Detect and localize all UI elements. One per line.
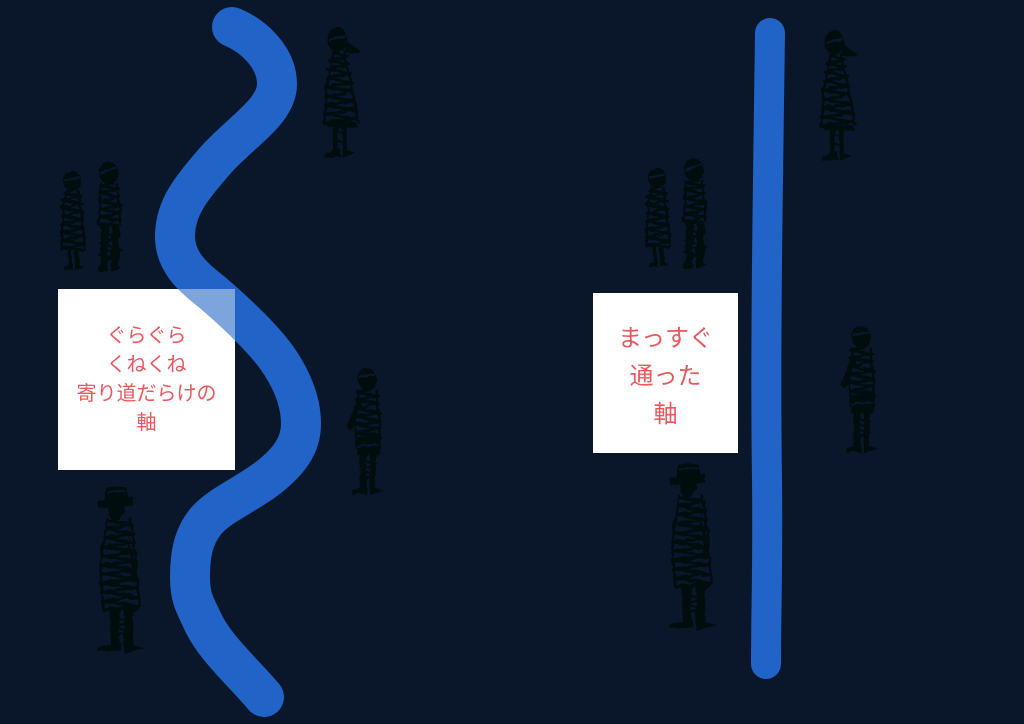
figure-man-left <box>94 484 146 654</box>
figure-woman-right <box>818 27 860 162</box>
caption-box-left <box>58 289 235 470</box>
figure-woman-left <box>321 24 363 159</box>
figure-pair-left <box>58 159 123 272</box>
figure-man-right <box>666 461 718 631</box>
straight-axis-line <box>751 18 785 679</box>
caption-box-right <box>593 293 738 453</box>
straight-axis-caption: まっすぐ 通った 軸 <box>617 324 714 428</box>
wavy-axis-line <box>155 7 322 717</box>
figure-person-left <box>343 365 385 496</box>
wavy-axis-caption: ぐらぐら くねくね 寄り道だらけの 軸 <box>76 323 217 434</box>
figure-person-right <box>837 323 879 454</box>
figure-pair-right <box>643 156 708 269</box>
caption-box-left-overlay <box>58 289 235 470</box>
